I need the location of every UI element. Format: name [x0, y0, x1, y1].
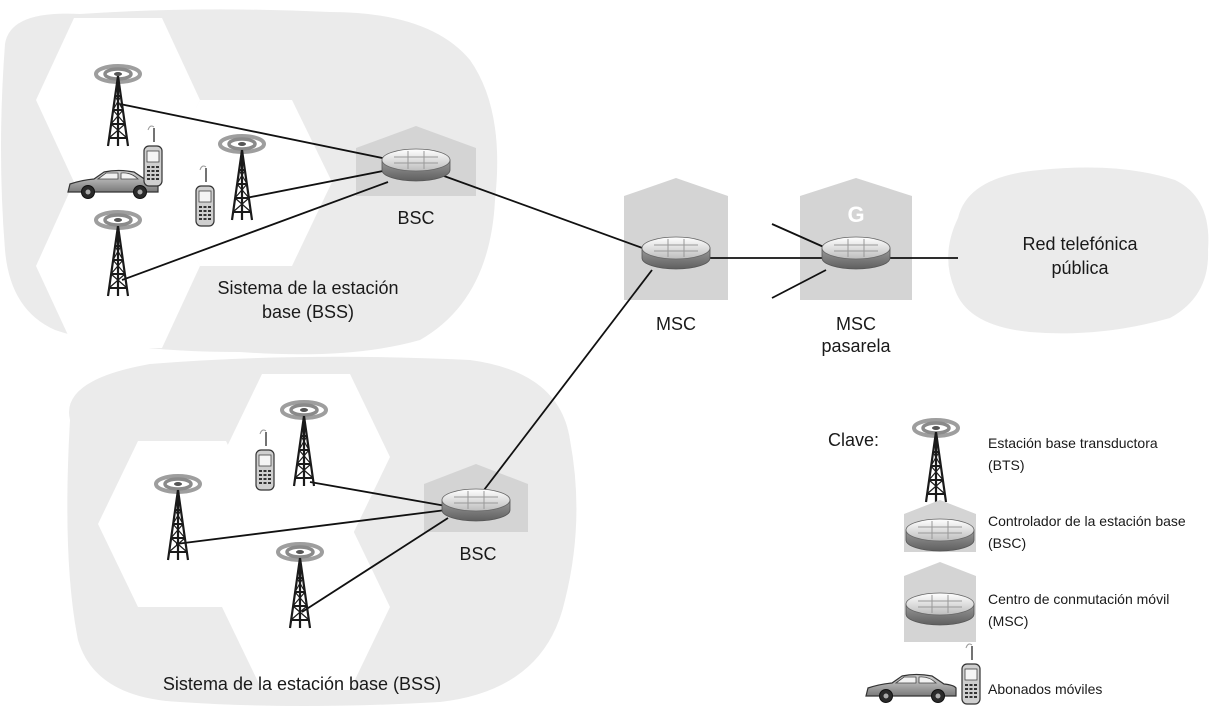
legend-msc-line1: Centro de conmutación móvil — [988, 591, 1169, 607]
bsc-bottom-label: BSC — [459, 544, 496, 564]
legend-bsc-line1: Controlador de la estación base — [988, 513, 1186, 529]
link-gateway-extra-2 — [771, 269, 827, 299]
gateway-router — [821, 236, 891, 270]
legend-bts-icon — [924, 430, 948, 504]
cell-bottom-a — [222, 374, 390, 540]
legend-subscribers-label: Abonados móviles — [988, 681, 1102, 697]
link-bts-bottom-b-bsc — [175, 509, 447, 545]
bsc-top-label: BSC — [397, 208, 434, 228]
legend-car-icon — [865, 673, 957, 704]
link-gateway-extra-1 — [771, 223, 827, 249]
msc-label: MSC — [656, 314, 696, 334]
pstn-label-line1: Red telefónica — [1022, 234, 1138, 254]
legend-bsc-line2: (BSC) — [988, 535, 1026, 551]
link-bsc-bottom-msc — [483, 269, 653, 491]
legend-msc-line2: (MSC) — [988, 613, 1028, 629]
legend-bts-line1: Estación base transductora — [988, 435, 1158, 451]
gateway-label-line2: pasarela — [821, 336, 891, 356]
pstn-label-line2: pública — [1051, 258, 1109, 278]
legend-bts-line2: (BTS) — [988, 457, 1025, 473]
legend-msc-router-icon — [905, 592, 975, 626]
legend-phone-icon — [961, 643, 981, 705]
link-bts-bottom-c-bsc — [301, 517, 449, 613]
link-bts-top-a-bsc — [119, 103, 393, 161]
bsc-bottom-router — [441, 488, 511, 522]
legend-bsc-router-icon — [905, 518, 975, 552]
link-bts-top-b-bsc — [245, 169, 389, 199]
legend: Clave: Estación base transductora (BTS) … — [828, 418, 1186, 705]
bss-top-label-line1: Sistema de la estación — [217, 278, 398, 298]
gateway-label-line1: MSC — [836, 314, 876, 334]
link-bts-bottom-a-bsc — [309, 481, 447, 507]
bss-bottom-label: Sistema de la estación base (BSS) — [163, 674, 441, 694]
bss-top-label-line2: base (BSS) — [262, 302, 354, 322]
legend-title: Clave: — [828, 430, 879, 450]
link-bsc-top-msc — [443, 175, 649, 251]
link-bts-top-c-bsc — [121, 181, 389, 281]
bsc-top-router — [381, 148, 451, 182]
links — [119, 103, 958, 613]
pstn-cloud — [948, 167, 1209, 334]
gateway-letter: G — [847, 202, 864, 227]
msc-router — [641, 236, 711, 270]
